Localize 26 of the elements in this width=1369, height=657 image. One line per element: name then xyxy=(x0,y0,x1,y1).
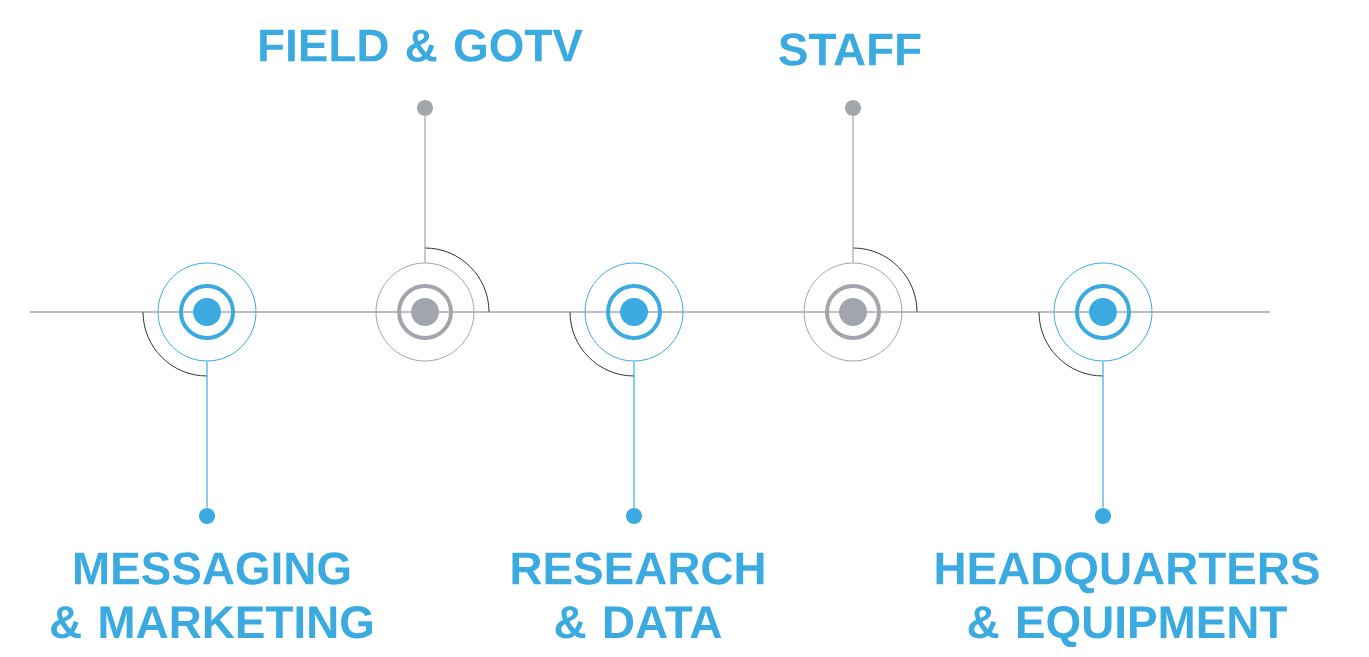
heading: HEADQUARTERS & EQUIPMENT xyxy=(936,552,1319,647)
connector-line xyxy=(206,360,208,509)
target-symbol xyxy=(1053,262,1153,362)
heading: FIELD & GOTV xyxy=(260,29,583,62)
dot xyxy=(845,100,861,116)
target-symbol xyxy=(584,262,684,362)
connector-line xyxy=(852,115,854,264)
connector-line xyxy=(682,311,805,313)
connector-line xyxy=(29,311,159,313)
connector-line xyxy=(473,311,586,313)
connector-line xyxy=(1151,311,1271,313)
heading: RESEARCH & DATA xyxy=(512,552,764,639)
target-symbol xyxy=(157,262,257,362)
connector-line xyxy=(1102,360,1104,509)
connector-line xyxy=(255,311,377,313)
connector-line xyxy=(424,115,426,264)
connector-line xyxy=(633,360,635,509)
dot xyxy=(1095,508,1111,524)
connector-line xyxy=(901,311,1055,313)
dot xyxy=(417,100,433,116)
heading: MESSAGING & MARKETING xyxy=(51,552,373,639)
dot xyxy=(626,508,642,524)
target-symbol xyxy=(375,262,475,362)
dot xyxy=(199,508,215,524)
target-symbol xyxy=(803,262,903,362)
heading: STAFF xyxy=(779,33,921,66)
